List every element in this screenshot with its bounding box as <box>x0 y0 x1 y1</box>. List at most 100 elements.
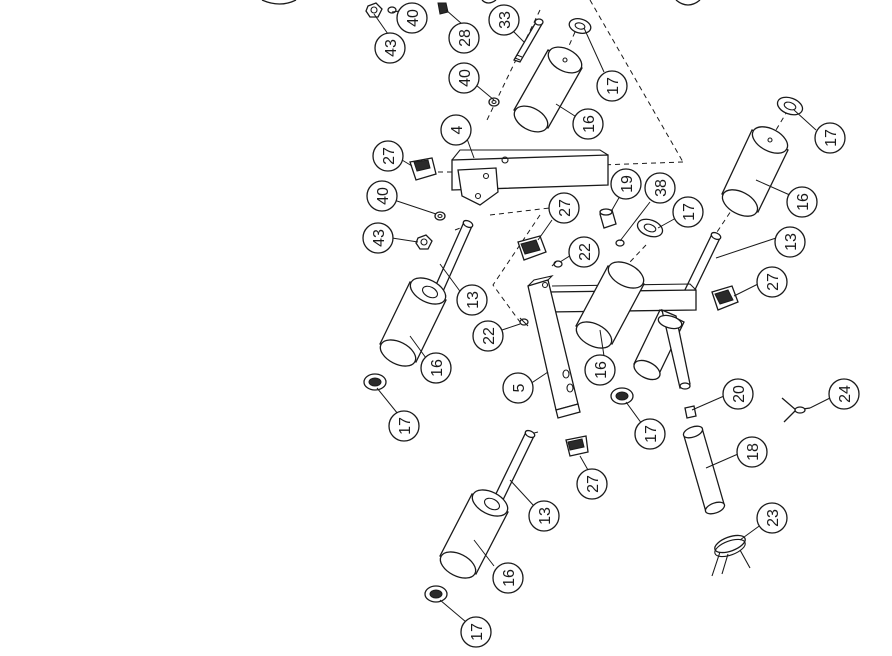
callout-label: 43 <box>383 39 400 57</box>
partial-washer-top <box>261 0 297 5</box>
washer-17-top <box>568 18 592 34</box>
callout-label: 17 <box>605 77 622 95</box>
cap-17-bottom <box>424 585 448 603</box>
roller-16-center <box>575 261 645 349</box>
callout-label: 13 <box>465 291 482 309</box>
spring-clip-23 <box>711 534 751 577</box>
callout-13: 13 <box>774 226 806 258</box>
callout-40: 40 <box>396 2 428 34</box>
callout-label: 17 <box>643 425 660 443</box>
callout-label: 17 <box>823 129 840 147</box>
callout-13: 13 <box>528 500 560 532</box>
roller-16-top <box>513 46 583 133</box>
frame-4 <box>451 149 609 206</box>
callout-24: 24 <box>828 378 860 410</box>
callout-label: 16 <box>593 361 610 379</box>
frame-5 <box>527 275 581 419</box>
callout-label: 40 <box>375 187 392 205</box>
callout-label: 38 <box>653 179 670 197</box>
callout-18: 18 <box>736 436 768 468</box>
callout-label: 40 <box>457 69 474 87</box>
callout-label: 43 <box>371 229 388 247</box>
callout-19: 19 <box>610 168 642 200</box>
callout-17: 17 <box>388 410 420 442</box>
callout-label: 16 <box>795 193 812 211</box>
callout-label: 27 <box>381 147 398 165</box>
pin-shaft <box>657 308 691 390</box>
washer-40-left <box>434 211 446 221</box>
callout-17: 17 <box>672 196 704 228</box>
washer-40-mid <box>488 97 500 107</box>
callout-40: 40 <box>448 62 480 94</box>
callout-16: 16 <box>584 354 616 386</box>
callout-label: 40 <box>405 9 422 27</box>
callout-22: 22 <box>568 236 600 268</box>
roller-16-bottom <box>439 489 509 579</box>
callout-label: 13 <box>783 233 800 251</box>
callout-label: 5 <box>511 383 528 392</box>
callout-label: 23 <box>765 509 782 527</box>
callout-label: 33 <box>497 11 514 29</box>
washer-38 <box>615 239 625 247</box>
callout-28: 28 <box>448 22 480 54</box>
callout-16: 16 <box>786 186 818 218</box>
cap-27-right <box>711 285 739 311</box>
callout-label: 13 <box>537 507 554 525</box>
cap-27-left <box>409 157 437 181</box>
cap-17-center <box>610 387 634 405</box>
callout-20: 20 <box>722 378 754 410</box>
callout-label: 16 <box>581 115 598 133</box>
callout-27: 27 <box>548 192 580 224</box>
callout-38: 38 <box>644 172 676 204</box>
knob-20 <box>684 405 697 419</box>
callout-33: 33 <box>488 4 520 36</box>
callout-27: 27 <box>372 140 404 172</box>
callout-label: 24 <box>837 385 854 403</box>
callout-label: 19 <box>619 175 636 193</box>
callout-label: 22 <box>577 243 594 261</box>
callout-label: 28 <box>457 29 474 47</box>
bolt-22-upper <box>551 260 563 268</box>
callout-16: 16 <box>420 352 452 384</box>
callout-27: 27 <box>576 468 608 500</box>
callout-4: 4 <box>440 114 472 146</box>
callout-17: 17 <box>460 616 492 648</box>
cap-17-left <box>363 373 387 391</box>
callout-16: 16 <box>492 562 524 594</box>
callout-label: 17 <box>681 203 698 221</box>
callout-43: 43 <box>362 222 394 254</box>
callout-label: 16 <box>429 359 446 377</box>
clip-24 <box>781 397 811 423</box>
nut-43-top <box>365 2 383 18</box>
spacer-19 <box>599 208 617 229</box>
callout-label: 27 <box>765 273 782 291</box>
callout-5: 5 <box>502 372 534 404</box>
callout-label: 16 <box>501 569 518 587</box>
bubble-partial-top <box>481 0 701 6</box>
callout-label: 17 <box>469 623 486 641</box>
callout-23: 23 <box>756 502 788 534</box>
callout-13: 13 <box>456 284 488 316</box>
roller-16-right <box>721 126 789 217</box>
callout-22: 22 <box>472 320 504 352</box>
callout-label: 4 <box>449 125 466 134</box>
cap-27-middle <box>517 235 547 261</box>
callout-label: 27 <box>585 475 602 493</box>
bolt-22-lower <box>519 317 529 327</box>
clip-28 <box>437 2 449 15</box>
callout-40: 40 <box>366 180 398 212</box>
nut-43-left <box>415 234 433 250</box>
pin-18 <box>682 425 726 515</box>
callout-17: 17 <box>814 122 846 154</box>
callout-17: 17 <box>634 418 666 450</box>
callout-label: 17 <box>397 417 414 435</box>
roller-16-left <box>379 277 447 367</box>
callout-27: 27 <box>756 266 788 298</box>
bolt-33 <box>513 18 544 63</box>
callout-label: 22 <box>481 327 498 345</box>
callouts: 43 40 28 33 40 17 16 4 <box>362 2 860 648</box>
callout-label: 27 <box>557 199 574 217</box>
callout-16: 16 <box>572 108 604 140</box>
callout-43: 43 <box>374 32 406 64</box>
axle-13-bottom <box>491 429 536 507</box>
